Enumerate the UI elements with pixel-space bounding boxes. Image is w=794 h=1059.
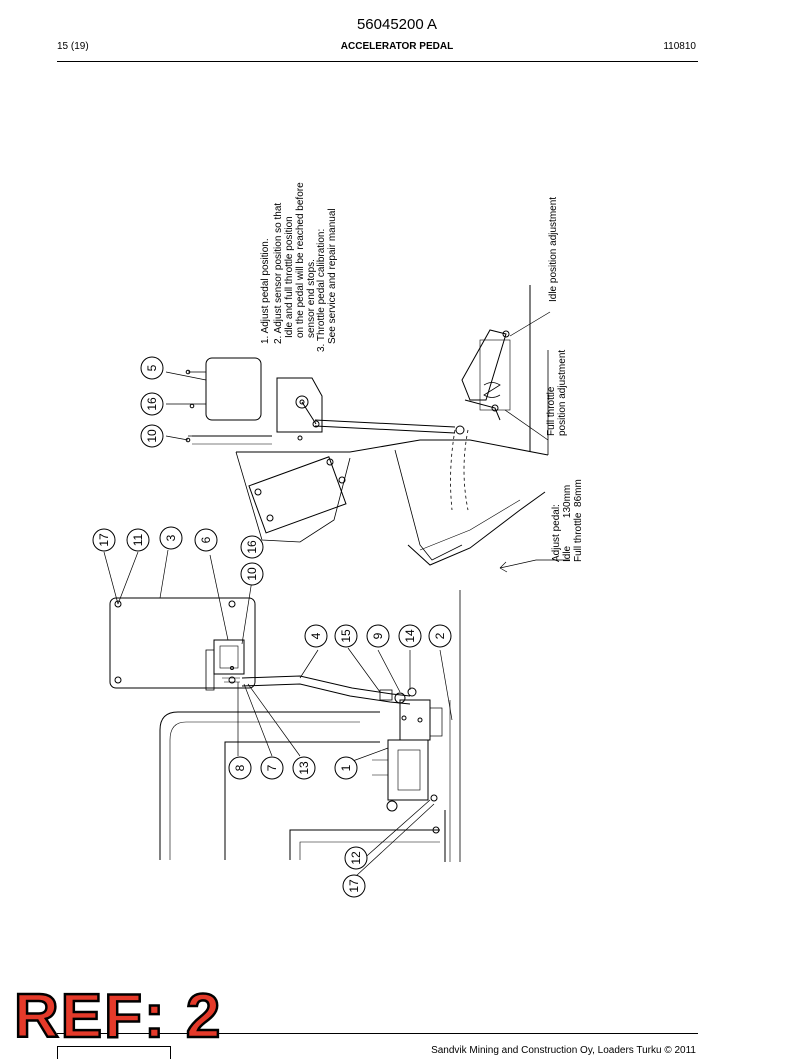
balloon-7: 7 (260, 756, 284, 780)
balloon-15: 15 (334, 624, 358, 648)
cab-panel-inner (224, 741, 380, 860)
balloon-17: 17 (342, 874, 366, 898)
document-number: 56045200 A (356, 16, 438, 33)
balloon-3: 3 (159, 526, 183, 550)
full-throttle-label: Full throttle (546, 386, 557, 436)
balloon-14: 14 (398, 624, 422, 648)
svg-text:17: 17 (347, 879, 361, 893)
return-spring (483, 382, 501, 398)
svg-text:10: 10 (245, 567, 259, 581)
svg-text:2: 2 (433, 632, 447, 639)
balloon-5: 5 (140, 356, 164, 380)
balloon-6: 6 (194, 528, 218, 552)
sensor-cover (205, 357, 262, 421)
page-title: ACCELERATOR PEDAL (340, 41, 454, 52)
svg-text:14: 14 (403, 629, 417, 643)
balloon-16: 16 (140, 392, 164, 416)
note-2c: on the pedal will be reached before (295, 182, 306, 338)
adjust-pedal-label: Adjust pedal: (551, 504, 562, 562)
throttle-sensor (213, 639, 245, 675)
balloon-10: 10 (140, 424, 164, 448)
footer-copyright: Sandvik Mining and Construction Oy, Load… (431, 1045, 696, 1056)
svg-text:6: 6 (199, 536, 213, 543)
svg-text:5: 5 (145, 364, 159, 371)
note-2b: Idle and full throttle position (284, 216, 295, 338)
svg-text:13: 13 (297, 761, 311, 775)
balloon-10: 10 (240, 562, 264, 586)
balloon-17: 17 (92, 528, 116, 552)
adjust-full-value: Full throttle 86mm (573, 479, 584, 562)
balloon-1: 1 (334, 756, 358, 780)
throttle-cable (314, 419, 456, 428)
note-3b: See service and repair manual (327, 208, 338, 344)
balloon-12: 12 (344, 846, 368, 870)
mounting-plate (109, 597, 256, 689)
note-2: 2. Adjust sensor position so that (273, 203, 284, 344)
document-date: 110810 (663, 41, 696, 52)
svg-text:3: 3 (164, 534, 178, 541)
cab-panel-outline (159, 711, 380, 860)
balloon-2: 2 (428, 624, 452, 648)
balloon-9: 9 (366, 624, 390, 648)
note-2d: sensor end stops. (306, 259, 317, 338)
header-rule (57, 61, 698, 62)
note-1: 1. Adjust pedal position. (260, 238, 271, 344)
balloon-13: 13 (292, 756, 316, 780)
note-3: 3. Throttle pedal calibration: (316, 229, 327, 352)
svg-text:16: 16 (145, 397, 159, 411)
leader-17-11 (103, 551, 139, 605)
page-number: 15 (19) (57, 41, 89, 52)
idle-adjust-label: Idle position adjustment (548, 197, 559, 302)
svg-text:15: 15 (339, 629, 353, 643)
svg-text:11: 11 (131, 533, 145, 546)
svg-text:7: 7 (265, 764, 279, 771)
svg-text:8: 8 (233, 764, 247, 771)
full-throttle-label-2: position adjustment (557, 350, 568, 436)
pedal-arm (461, 329, 507, 401)
ref-stamp: REF: 2 (13, 982, 223, 1051)
svg-text:10: 10 (145, 429, 159, 443)
svg-text:1: 1 (339, 764, 353, 771)
upper-floor-line (236, 439, 470, 453)
balloon-4: 4 (304, 624, 328, 648)
adjust-idle-value: Idle 130mm (562, 485, 573, 562)
svg-text:17: 17 (97, 533, 111, 547)
footer-rule (57, 1033, 698, 1034)
balloon-16: 16 (240, 535, 264, 559)
svg-text:12: 12 (349, 851, 363, 865)
balloon-8: 8 (228, 756, 252, 780)
linkage-rod (241, 675, 411, 697)
upper-sensor-bracket (276, 377, 323, 433)
svg-text:16: 16 (245, 540, 259, 554)
pedal-bracket (387, 739, 429, 801)
svg-text:9: 9 (371, 632, 385, 639)
bracket-plate (235, 451, 351, 543)
svg-text:4: 4 (309, 632, 323, 639)
balloon-11: 11 (126, 528, 150, 552)
